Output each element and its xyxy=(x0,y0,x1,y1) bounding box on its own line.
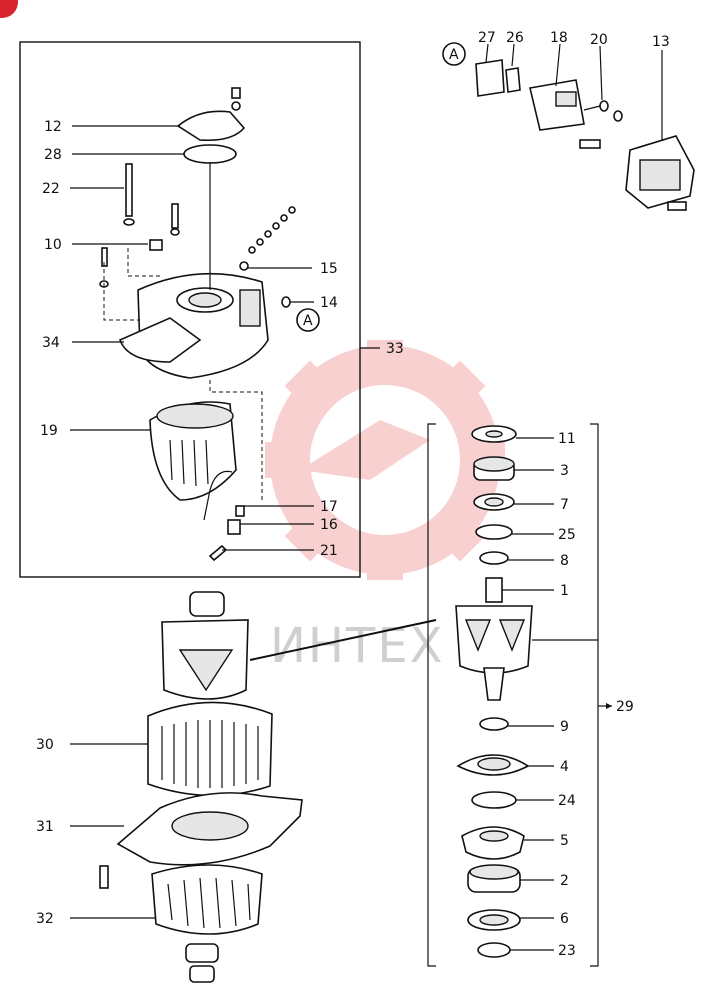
callout-26: 26 xyxy=(506,30,524,46)
corner-badge xyxy=(0,0,18,18)
rectifier-holder xyxy=(149,401,237,501)
ref-circle-a-detail xyxy=(442,42,466,66)
callout-19: 19 xyxy=(40,423,58,439)
callout-34: 34 xyxy=(42,335,60,351)
bracket-left xyxy=(427,423,436,967)
callout-23: 23 xyxy=(558,943,576,959)
dashed-guides xyxy=(103,248,263,500)
callout-28: 28 xyxy=(44,147,62,163)
terminal-16 xyxy=(227,519,241,535)
callout-7: 7 xyxy=(560,497,569,513)
callout-33: 33 xyxy=(386,341,404,357)
watermark-text: ИНТЕХ xyxy=(270,618,445,674)
callout-32: 32 xyxy=(36,911,54,927)
callout-2: 2 xyxy=(560,873,569,889)
ref-circle-a-main xyxy=(296,308,320,332)
callout-20: 20 xyxy=(590,32,608,48)
callout-13: 13 xyxy=(652,34,670,50)
callout-6: 6 xyxy=(560,911,569,927)
callout-25: 25 xyxy=(558,527,576,543)
washer-chain xyxy=(239,206,296,271)
callout-4: 4 xyxy=(560,759,569,775)
screw-top xyxy=(231,87,241,111)
rotor-link-line xyxy=(249,619,437,661)
leader-lines xyxy=(70,43,663,951)
ref-a-main-text: A xyxy=(303,313,313,329)
callout-31: 31 xyxy=(36,819,54,835)
lead-wire xyxy=(203,470,233,521)
connector-17 xyxy=(235,505,245,517)
bracket-29-arrow xyxy=(606,703,612,709)
rear-cover xyxy=(176,110,246,142)
callout-8: 8 xyxy=(560,553,569,569)
stack-parts xyxy=(455,425,533,958)
callout-16: 16 xyxy=(320,517,338,533)
ic-regulator xyxy=(625,135,695,211)
clip-21 xyxy=(208,544,228,562)
callout-9: 9 xyxy=(560,719,569,735)
callout-3: 3 xyxy=(560,463,569,479)
callout-12: 12 xyxy=(44,119,62,135)
ref-a-detail-text: A xyxy=(449,47,459,63)
rear-housing-group-frame xyxy=(19,41,361,578)
callout-15: 15 xyxy=(320,261,338,277)
callout-11: 11 xyxy=(558,431,576,447)
callout-27: 27 xyxy=(478,30,496,46)
watermark-logo xyxy=(265,340,505,580)
callout-29: 29 xyxy=(616,699,634,715)
rear-housing xyxy=(118,272,269,379)
callout-labels: 12 28 22 10 15 14 34 33 19 17 16 21 27 2… xyxy=(36,30,670,959)
nut-14 xyxy=(281,296,291,308)
callout-17: 17 xyxy=(320,499,338,515)
callout-14: 14 xyxy=(320,295,338,311)
callout-1: 1 xyxy=(560,583,569,599)
lower-assembly xyxy=(99,591,303,983)
through-bolt xyxy=(123,163,135,226)
o-ring xyxy=(183,144,237,164)
callout-22: 22 xyxy=(42,181,60,197)
callout-30: 30 xyxy=(36,737,54,753)
terminal-bolts xyxy=(99,203,180,288)
callout-21: 21 xyxy=(320,543,338,559)
bracket-right xyxy=(590,423,599,967)
callout-24: 24 xyxy=(558,793,576,809)
callout-18: 18 xyxy=(550,30,568,46)
brush-assembly xyxy=(475,59,623,149)
callout-10: 10 xyxy=(44,237,62,253)
callout-5: 5 xyxy=(560,833,569,849)
